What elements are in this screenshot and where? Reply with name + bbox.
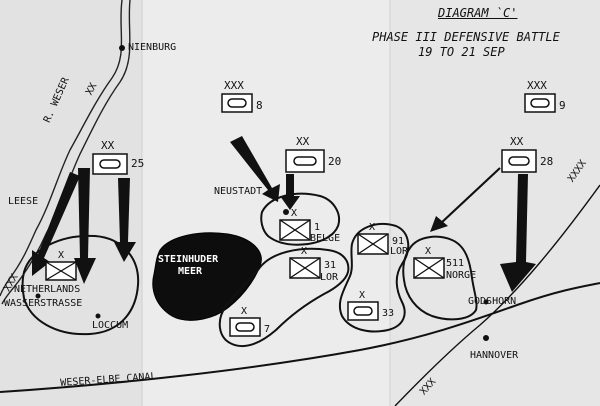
river-weser-bank: [0, 0, 123, 297]
place-neustadt: NEUSTADT: [214, 186, 263, 197]
corps-8-echelon: XXX: [224, 79, 244, 92]
brigade-33-number: 33: [382, 308, 395, 319]
brigade-91-echelon: X: [369, 222, 376, 233]
brigade-7-echelon: X: [241, 306, 248, 317]
corps-9-number: 9: [559, 99, 566, 112]
defense-line-lor: [338, 223, 410, 333]
brigade-511-number: 511: [446, 258, 465, 269]
attack-arrow-weser: [32, 172, 80, 276]
town-dot-wasserstrasse: [35, 293, 41, 299]
unit-symbol-corps-9: [524, 93, 556, 113]
defense-line-centre: [218, 247, 350, 348]
brigade-91-name: LOR: [390, 246, 409, 257]
brigade-31-number: 31: [324, 260, 337, 271]
unit-symbol-brigade-1-belge: [279, 219, 311, 241]
unit-symbol-division-25: [92, 153, 128, 175]
brigade-31-name: LOR: [320, 272, 339, 283]
unit-symbol-brigade-31-lor: [289, 257, 321, 279]
weser-elbe-canal: [0, 282, 600, 393]
unit-symbol-brigade-91-lor: [357, 233, 389, 255]
attack-arrow-div25: [114, 178, 136, 262]
division-20-number: 20: [328, 155, 342, 168]
place-hannover: HANNOVER: [470, 350, 519, 361]
unit-symbol-division-28: [501, 149, 537, 173]
town-dot-godshorn: [483, 299, 489, 305]
brigade-7-number: 7: [264, 324, 271, 335]
attack-arrow-neustadt: [230, 136, 280, 202]
place-loccum: LOCCUM: [92, 320, 129, 331]
place-godshorn: GODSHORN: [468, 296, 517, 307]
defense-line-norge: [402, 235, 478, 321]
brigade-33-echelon: X: [359, 290, 366, 301]
corps-8-number: 8: [256, 99, 263, 112]
division-28-number: 28: [540, 155, 554, 168]
corps-9-echelon: XXX: [527, 79, 547, 92]
attack-arrow-div28: [500, 174, 536, 292]
unit-symbol-brigade-netherlands: [45, 261, 77, 281]
unit-symbol-brigade-7: [229, 317, 261, 337]
attack-arrow-leese: [74, 168, 96, 284]
thrust-arrow-shaft: [439, 167, 501, 225]
unit-symbol-division-20: [285, 149, 325, 173]
unit-symbol-corps-8: [221, 93, 253, 113]
place-steinhuder: STEINHUDER: [158, 254, 219, 265]
division-25-echelon: XX: [101, 139, 115, 152]
title-line-2: PHASE III DEFENSIVE BATTLE: [372, 30, 560, 44]
brigade-91-number: 91: [392, 236, 405, 247]
brigade-511-echelon: X: [425, 246, 432, 257]
brigade-1-name: BELGE: [310, 233, 341, 244]
brigade-1-echelon: X: [291, 208, 298, 219]
brigade-netherlands-name: NETHERLANDS: [14, 284, 81, 295]
page-band-right: [390, 0, 600, 406]
page-band-left: [0, 0, 142, 406]
division-25-number: 25: [131, 157, 145, 170]
division-20-echelon: XX: [296, 135, 310, 148]
place-wasserstrasse: WASSERSTRASSE: [4, 298, 83, 309]
town-dot-neustadt: [283, 209, 289, 215]
thrust-arrowhead: [430, 216, 448, 232]
brigade-netherlands-echelon: X: [58, 250, 65, 261]
town-dot-loccum: [95, 313, 101, 319]
defense-line-belge: [260, 192, 340, 246]
place-leese: LEESE: [8, 196, 39, 207]
town-dot-hannover: [483, 335, 489, 341]
army-boundary-line: [394, 184, 600, 406]
title-line-3: 19 TO 21 SEP: [418, 45, 505, 59]
unit-symbol-brigade-33: [347, 301, 379, 321]
unit-symbol-brigade-511-norge: [413, 257, 445, 279]
brigade-31-echelon: X: [301, 246, 308, 257]
place-meer: MEER: [178, 266, 203, 277]
attack-arrow-div20: [280, 174, 300, 210]
town-dot-nienburg: [119, 45, 125, 51]
brigade-511-name: NORGE: [446, 270, 477, 281]
title-line-1: DIAGRAM `C': [438, 6, 518, 20]
place-nienburg: NIENBURG: [128, 42, 177, 53]
brigade-1-number: 1: [314, 222, 321, 233]
division-28-echelon: XX: [510, 135, 524, 148]
